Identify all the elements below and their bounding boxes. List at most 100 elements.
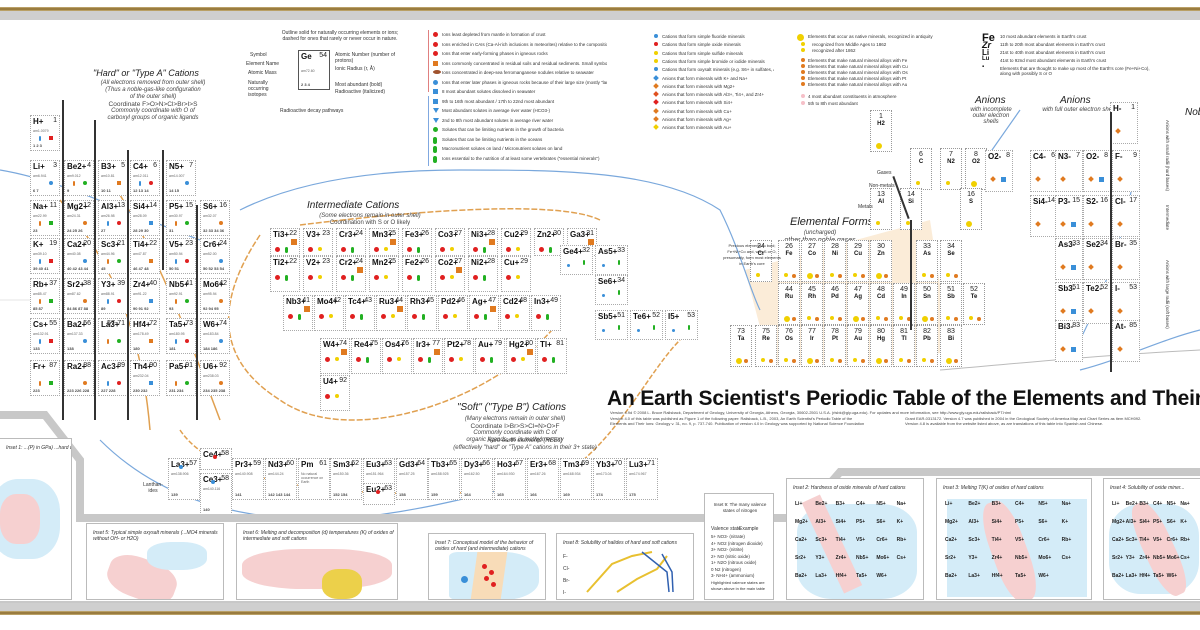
- element-isotopes: 152 154: [333, 492, 348, 497]
- element-cell: Cu2+29: [501, 228, 531, 256]
- key-label-symbol: Symbol: [250, 52, 267, 58]
- element-cell: Cr3+24: [336, 228, 366, 256]
- element-symbol: Cr6+: [203, 240, 222, 249]
- inset-grid-label: La3+: [1125, 573, 1138, 579]
- element-mass: am87.62: [67, 292, 81, 296]
- element-symbol: Ra2+: [67, 362, 87, 371]
- dot-marker-icon: [179, 465, 183, 469]
- pill-marker-icon: [39, 299, 41, 304]
- element-cell: Mn3+25: [369, 228, 399, 256]
- element-symbol: Bi3-: [1058, 322, 1074, 331]
- inset-grid-label: S6+: [876, 519, 886, 525]
- dot-marker-icon: [275, 247, 280, 252]
- square-marker-icon: [291, 239, 297, 245]
- element-symbol: P5+: [169, 202, 184, 211]
- square-marker-icon: [49, 136, 53, 140]
- element-symbol: Na+: [33, 202, 48, 211]
- legend-native-text: recognized after 1862: [812, 48, 856, 53]
- dot-marker-icon: [433, 41, 438, 47]
- element-symbol: Cs+: [33, 320, 48, 329]
- element-symbol: Pr3+: [235, 460, 253, 469]
- element-symbol: Ca2+: [67, 240, 87, 249]
- element-isotopes: 9: [67, 188, 70, 193]
- element-mass: am92.91: [169, 292, 183, 296]
- element-number: 8: [1104, 152, 1108, 159]
- dot-marker-icon: [185, 299, 189, 303]
- element-cell: As5+33: [595, 245, 628, 275]
- dot-marker-icon: [567, 264, 570, 267]
- square-marker-icon: [49, 339, 53, 343]
- element-symbol: Se6+: [598, 277, 617, 286]
- square-marker-icon: [149, 381, 153, 385]
- pill-marker-icon: [422, 314, 425, 320]
- intermediate-cations-line-2: Coordination with S or O likely: [329, 220, 411, 226]
- inset-grid-label: Cr6+: [1166, 537, 1178, 543]
- inset-grid-label: Na+: [896, 501, 906, 507]
- anions-full-title: Anions: [1060, 95, 1091, 106]
- element-symbol: Cu2+: [504, 230, 524, 239]
- element-symbol: Er3+: [530, 460, 548, 469]
- element-mass: am85.47: [33, 292, 47, 296]
- element-isotopes: 85 87: [33, 306, 44, 311]
- dot-marker-icon: [930, 274, 934, 278]
- inset-6: Inset 6: Melting and decomposition (d) t…: [236, 523, 398, 600]
- inset-4-title: Inset 4: Solubility of oxide miner...: [1110, 485, 1185, 491]
- element-symbol: La3+: [101, 320, 120, 329]
- element-number: 14: [1047, 197, 1055, 204]
- pill-marker-icon: [552, 357, 555, 363]
- dot-marker-icon: [830, 316, 834, 320]
- dot-marker-icon: [219, 339, 223, 343]
- inset-grid-label: Ta5+: [1015, 573, 1027, 579]
- element-isotopes: 227 228: [101, 388, 116, 393]
- credits-line-3: Elements and Their Ions: Geology v. 31, …: [610, 421, 865, 426]
- dot-marker-icon: [83, 181, 87, 185]
- anions-incomplete-title: Anions: [975, 95, 1006, 106]
- top-gray-border: [0, 11, 1200, 20]
- inset-grid-label: Be2+: [815, 501, 828, 507]
- element-number: 50: [923, 286, 931, 293]
- element-isotopes: 39 40 41: [33, 266, 49, 271]
- nitrogen-valence-row: 4+ NO2 (nitrogen dioxide): [711, 540, 763, 546]
- dot-marker-icon: [801, 101, 805, 105]
- square-marker-icon: [456, 267, 462, 273]
- element-cell: Te6+52: [630, 310, 663, 340]
- inset-grid-label: Cr6+: [876, 537, 888, 543]
- abundance-sample-symbol: Lu: [982, 56, 990, 62]
- element-isotopes: 50 51: [169, 266, 180, 271]
- element-isotopes: 174: [596, 492, 603, 497]
- inset-grid-label: Be2+: [1125, 501, 1138, 507]
- element-number: 16: [219, 202, 227, 209]
- element-number: 1: [1131, 104, 1135, 111]
- legend-bracket-red: [428, 30, 430, 92]
- lanthanides-label: Lanthan- ides: [143, 482, 163, 494]
- element-symbol: Sb5+: [598, 312, 618, 321]
- square-marker-icon: [49, 259, 53, 263]
- element-cell: I5+53: [665, 310, 698, 340]
- element-symbol: I5+: [668, 312, 680, 321]
- element-isotopes: 31: [169, 228, 174, 233]
- square-marker-icon: [149, 299, 153, 303]
- dot-marker-icon: [450, 275, 454, 279]
- element-symbol: Zn2+: [537, 230, 556, 239]
- element-symbol: Re: [762, 336, 770, 342]
- inset-5-title: Inset 5: Typical simple oxysalt minerals…: [93, 530, 218, 542]
- element-symbol: Ag+: [472, 297, 488, 306]
- square-marker-icon: [1071, 265, 1076, 270]
- anion-cell: P3-15: [1055, 195, 1083, 237]
- element-isotopes: 28 29 30: [133, 228, 149, 233]
- anion-cell: O2-8: [1083, 150, 1111, 192]
- dot-marker-icon: [954, 359, 958, 363]
- element-symbol: P3-: [1058, 197, 1071, 206]
- element-number: 7: [1076, 152, 1080, 159]
- element-mass: am138.906: [171, 472, 189, 476]
- square-marker-icon: [1099, 177, 1104, 182]
- element-isotopes: 141: [235, 492, 242, 497]
- inset-grid-label: Ba2+: [1112, 573, 1125, 579]
- element-number: 28: [487, 230, 495, 237]
